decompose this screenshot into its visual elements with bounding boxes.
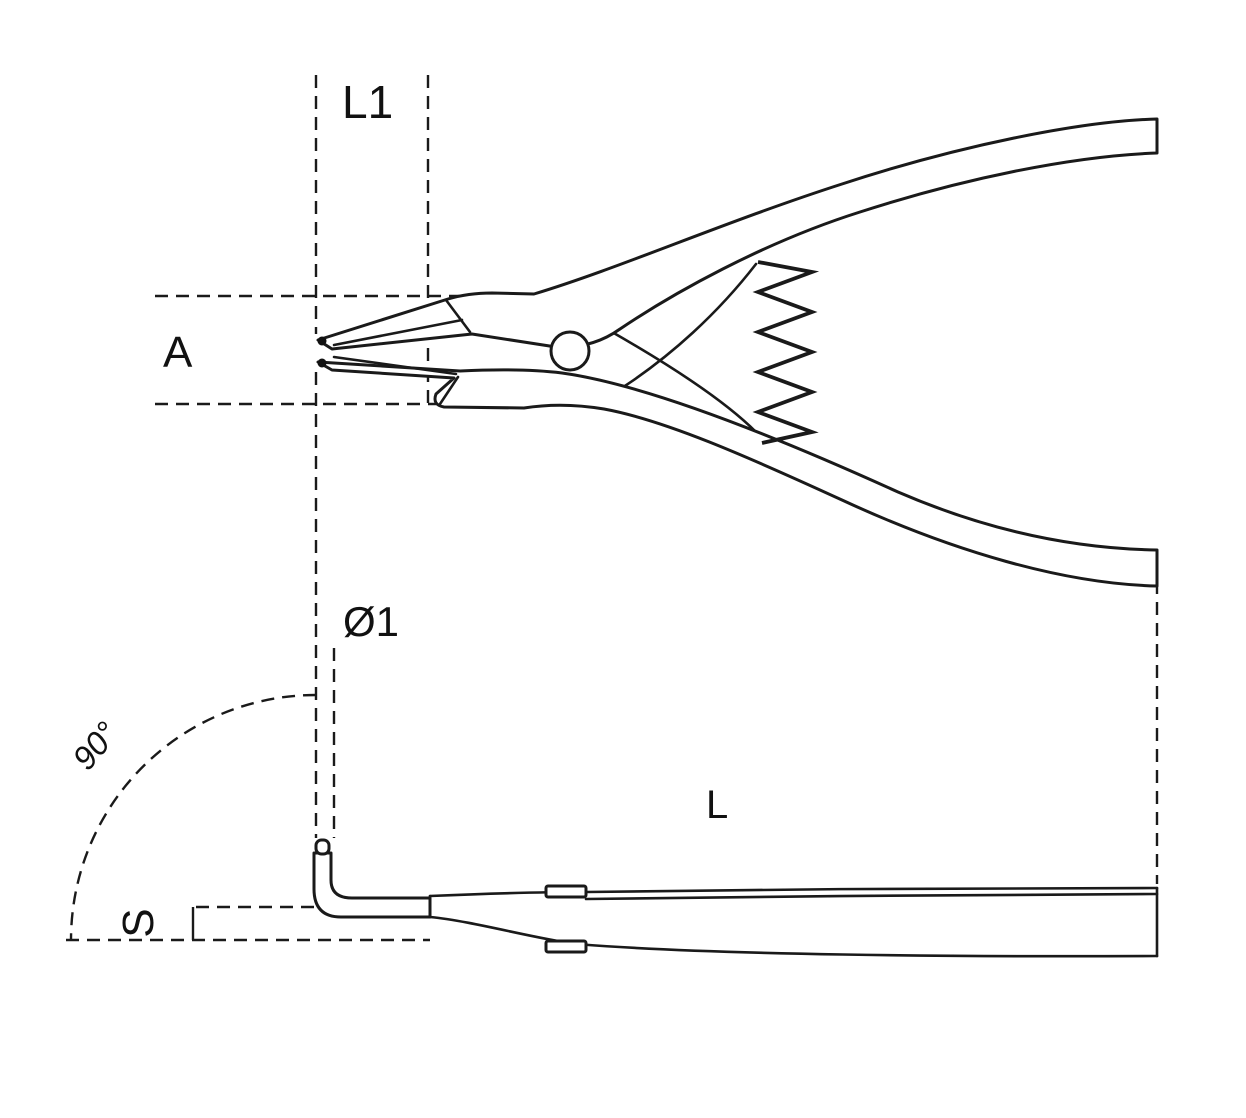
- handle-cross-line-upper: [610, 330, 758, 434]
- lower-jaw-base-facet: [438, 375, 460, 406]
- dim-arc-90-degrees: [69, 693, 317, 941]
- upper-jaw-facet-line: [332, 318, 464, 347]
- upper-handle-and-jaw: [316, 117, 1159, 351]
- body-bottom-edge: [428, 915, 1159, 958]
- dimension-annotations: [66, 75, 1159, 942]
- lower-handle-and-jaw: [316, 360, 1159, 588]
- label-a: A: [163, 328, 193, 377]
- body-inner-line: [584, 892, 1159, 901]
- lower-jaw-facet-line: [332, 355, 458, 376]
- return-spring: [752, 260, 820, 445]
- body-top-edge: [428, 886, 1159, 898]
- pliers-side-view: [316, 117, 1159, 588]
- pivot-circle: [549, 330, 591, 372]
- dimension-labels: L1 A Ø1 90° L S: [65, 76, 728, 938]
- label-d1: Ø1: [343, 598, 399, 645]
- upper-jaw-base-facet: [444, 298, 472, 334]
- joint-plate-top: [544, 884, 588, 899]
- upper-jaw-tip-pin: [317, 336, 327, 346]
- handle-cross-line-lower: [604, 262, 758, 400]
- bent-tip-elbow: [312, 851, 432, 919]
- label-l: L: [706, 783, 728, 827]
- lower-jaw-tip-pin: [317, 358, 327, 368]
- bent-tip-pin: [314, 838, 331, 856]
- joint-plate-bottom: [544, 939, 588, 954]
- label-s: S: [114, 908, 163, 937]
- label-90-degrees: 90°: [65, 715, 125, 777]
- pliers-top-view: [312, 838, 1159, 958]
- label-l1: L1: [342, 76, 393, 128]
